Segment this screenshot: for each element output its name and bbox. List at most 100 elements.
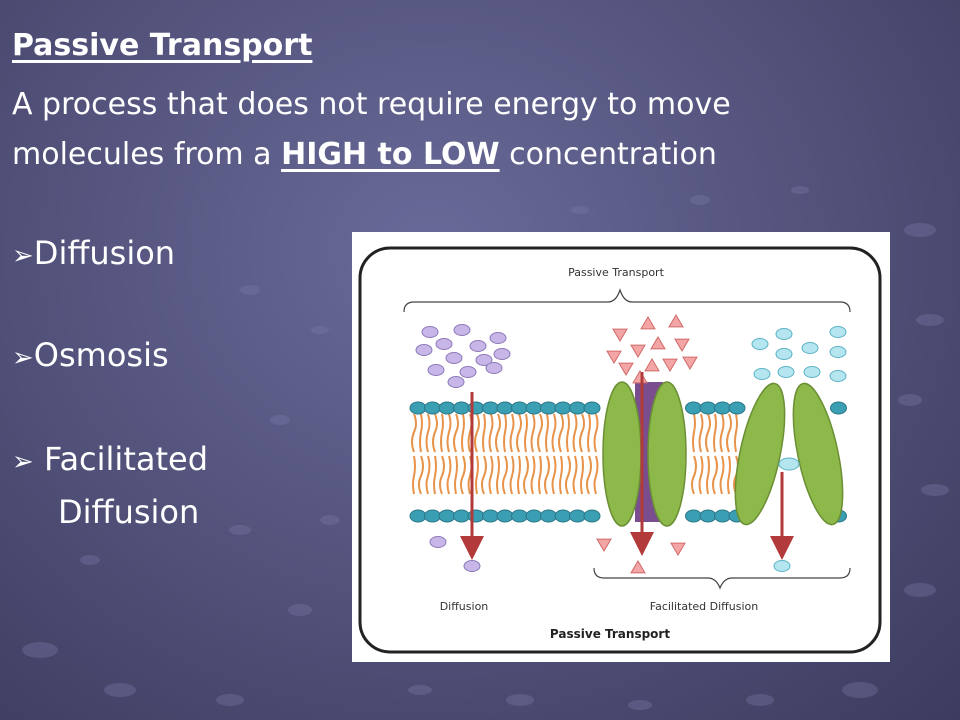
lipid-tail bbox=[726, 413, 732, 453]
lipid-tail bbox=[418, 455, 424, 495]
phospholipid-head bbox=[409, 401, 427, 415]
definition-prefix: molecules from a bbox=[12, 137, 282, 172]
top-brace bbox=[403, 288, 851, 313]
channel-protein-right bbox=[647, 381, 687, 527]
definition: A process that does not require energy t… bbox=[12, 80, 731, 180]
diffusion-molecule bbox=[453, 324, 471, 336]
phospholipid-head bbox=[830, 401, 847, 415]
lipid-tail bbox=[530, 413, 536, 453]
phospholipid-head bbox=[496, 509, 514, 523]
triangle-molecule bbox=[630, 560, 646, 574]
lipid-tail bbox=[502, 455, 508, 495]
carrier-molecule bbox=[803, 366, 821, 378]
lipid-tail bbox=[433, 455, 437, 495]
lipid-tail bbox=[705, 413, 711, 453]
phospholipid-head bbox=[554, 401, 572, 415]
lipid-tail bbox=[712, 455, 718, 495]
triangle-molecule bbox=[596, 538, 612, 552]
lipid-tail bbox=[572, 455, 578, 495]
phospholipid-head bbox=[482, 509, 499, 523]
lipid-tail bbox=[460, 455, 466, 495]
carrier-molecule bbox=[829, 346, 847, 358]
phospholipid-head bbox=[685, 401, 702, 415]
phospholipid-head bbox=[540, 401, 557, 415]
diffusion-molecule bbox=[447, 376, 465, 388]
definition-emphasis: HIGH to LOW bbox=[281, 137, 500, 172]
lipid-tail bbox=[523, 455, 529, 495]
phospholipid-head bbox=[540, 509, 557, 523]
lipid-tail bbox=[453, 413, 459, 453]
diffusion-molecule bbox=[435, 338, 453, 350]
phospholipid-head bbox=[569, 509, 586, 523]
lipid-tail bbox=[551, 413, 557, 453]
channel-protein-left bbox=[602, 381, 642, 527]
phospholipid-head bbox=[511, 509, 528, 523]
diffusion-molecule bbox=[475, 354, 493, 366]
phospholipid-head bbox=[453, 509, 470, 523]
triangle-molecule bbox=[650, 336, 666, 350]
lipid-tail bbox=[538, 455, 542, 495]
diffusion-molecule bbox=[415, 344, 433, 356]
lipid-tail bbox=[565, 455, 571, 495]
diffusion-molecule bbox=[469, 340, 487, 352]
lipid-tail bbox=[691, 455, 697, 495]
lipid-tail bbox=[572, 413, 578, 453]
lipid-tail bbox=[698, 455, 704, 495]
top-label: Passive Transport bbox=[568, 266, 664, 279]
phospholipid-head bbox=[554, 509, 572, 523]
phospholipid-head bbox=[583, 509, 601, 523]
triangle-molecule bbox=[630, 344, 646, 358]
lipid-tail bbox=[475, 455, 479, 495]
lipid-tail bbox=[412, 455, 416, 495]
carrier-molecule bbox=[829, 370, 847, 382]
lipid-tail bbox=[517, 455, 521, 495]
label-diffusion: Diffusion bbox=[440, 600, 489, 613]
lipid-tail bbox=[544, 455, 550, 495]
arrowhead-bullet-icon: ➢ bbox=[12, 343, 34, 373]
lipid-tail bbox=[440, 413, 444, 453]
phospholipid-head bbox=[438, 509, 456, 523]
diffusion-molecule bbox=[493, 348, 511, 360]
phospholipid-head bbox=[482, 401, 499, 415]
triangle-molecule bbox=[682, 356, 698, 370]
lipid-tail bbox=[734, 413, 738, 453]
lipid-tail bbox=[516, 413, 522, 453]
diffusion-molecule bbox=[489, 332, 507, 344]
lipid-tail bbox=[530, 455, 536, 495]
triangle-molecule bbox=[640, 316, 656, 330]
lipid-tail bbox=[446, 455, 452, 495]
triangle-molecule bbox=[618, 362, 634, 376]
triangle-molecule bbox=[670, 542, 686, 556]
lipid-tail bbox=[488, 455, 494, 495]
carrier-molecule bbox=[773, 560, 791, 572]
phospholipid-head bbox=[714, 509, 731, 523]
lipid-tail bbox=[719, 455, 725, 495]
lipid-tail bbox=[593, 455, 599, 495]
carrier-protein-right bbox=[792, 382, 844, 526]
slide-title: Passive Transport bbox=[12, 28, 313, 63]
lipid-tail bbox=[593, 413, 599, 453]
bottom-brace bbox=[593, 567, 851, 590]
lipid-tail bbox=[580, 455, 584, 495]
lipid-tail bbox=[432, 413, 438, 453]
diffusion-molecule bbox=[421, 326, 439, 338]
triangle-molecule bbox=[662, 358, 678, 372]
definition-suffix: concentration bbox=[499, 137, 717, 172]
lipid-tail bbox=[425, 455, 431, 495]
lipid-tail bbox=[692, 413, 696, 453]
phospholipid-head bbox=[496, 401, 514, 415]
lipid-tail bbox=[411, 413, 417, 453]
lipid-tail bbox=[454, 455, 458, 495]
carrier-molecule bbox=[777, 366, 795, 378]
lipid-tail bbox=[566, 413, 570, 453]
lipid-tail bbox=[698, 413, 704, 453]
passive-transport-diagram: Passive Transport Diffusion Facilitated … bbox=[352, 232, 890, 662]
bottom-label: Passive Transport bbox=[550, 627, 670, 641]
definition-line-2: molecules from a HIGH to LOW concentrati… bbox=[12, 130, 731, 180]
phospholipid-head bbox=[438, 401, 456, 415]
carrier-molecule bbox=[751, 338, 769, 350]
lipid-tail bbox=[439, 455, 445, 495]
triangle-molecule bbox=[606, 350, 622, 364]
bullet-label: Diffusion bbox=[33, 234, 176, 272]
